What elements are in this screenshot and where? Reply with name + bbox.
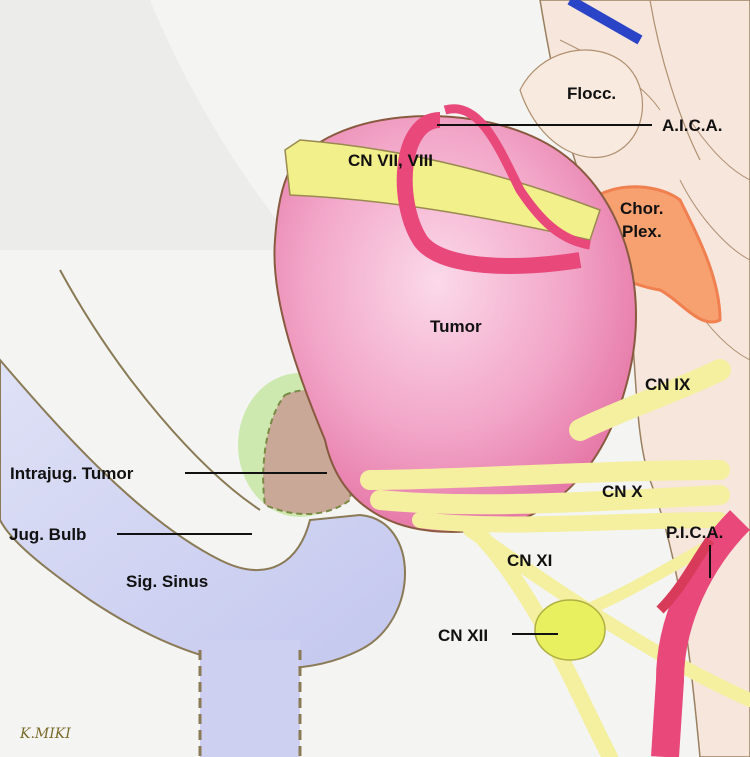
label-cn-ix: CN IX: [645, 375, 691, 394]
label-chor-plex-1: Chor.: [620, 199, 664, 218]
leader-lines: [117, 124, 711, 635]
label-chor-plex-2: Plex.: [622, 222, 662, 241]
label-cn-x: CN X: [602, 482, 643, 501]
label-cn-vii-viii: CN VII, VIII: [348, 151, 434, 170]
label-cn-xi: CN XI: [507, 551, 553, 570]
label-cn-xii: CN XII: [438, 626, 489, 645]
label-tumor: Tumor: [430, 317, 482, 336]
label-intrajug-tumor: Intrajug. Tumor: [10, 464, 134, 483]
label-jug-bulb: Jug. Bulb: [9, 525, 87, 544]
artist-signature: K.MIKI: [20, 726, 71, 742]
cn-vii-viii-shape: [284, 139, 601, 241]
flocculus-shape: [519, 49, 644, 159]
aica-shape: [396, 112, 582, 274]
sigmoid-sinus-shape: [0, 269, 406, 757]
label-sig-sinus: Sig. Sinus: [126, 572, 209, 591]
label-pica: P.I.C.A.: [666, 523, 724, 542]
cn-xii-rootlet-shape: [534, 599, 606, 661]
label-aica: A.I.C.A.: [662, 116, 723, 135]
pica-shape: [651, 510, 750, 757]
label-flocc: Flocc.: [567, 84, 617, 103]
